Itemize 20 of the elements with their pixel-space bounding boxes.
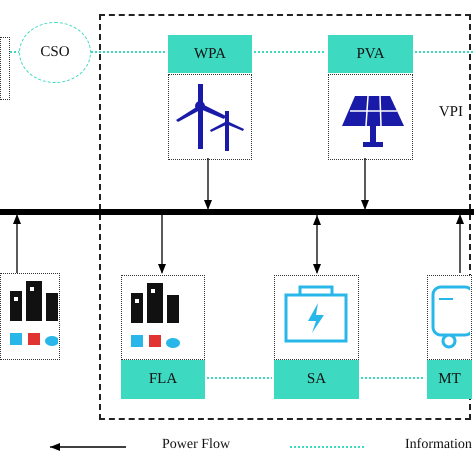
dotted-box (0, 37, 10, 100)
arrow (13, 214, 21, 273)
label-box: PVA (328, 35, 413, 73)
dashed-group-box (99, 14, 471, 420)
label-box: FLA (121, 360, 205, 399)
legend-label: Power Flow (162, 437, 230, 453)
label-box: SA (274, 360, 359, 399)
legend-label: Information (405, 437, 472, 453)
bus-bar (0, 209, 474, 215)
dotted-link (10, 51, 19, 53)
group-label: VPI (438, 104, 463, 121)
label-box: WPA (168, 35, 252, 73)
arrow (313, 215, 321, 274)
arrow (158, 215, 166, 274)
dotted-link (91, 51, 166, 53)
arrow (204, 158, 212, 210)
arrow (456, 214, 464, 273)
arrow (361, 158, 369, 210)
dashed-ellipse: CSO (19, 22, 91, 83)
label-box: MT (427, 360, 472, 399)
